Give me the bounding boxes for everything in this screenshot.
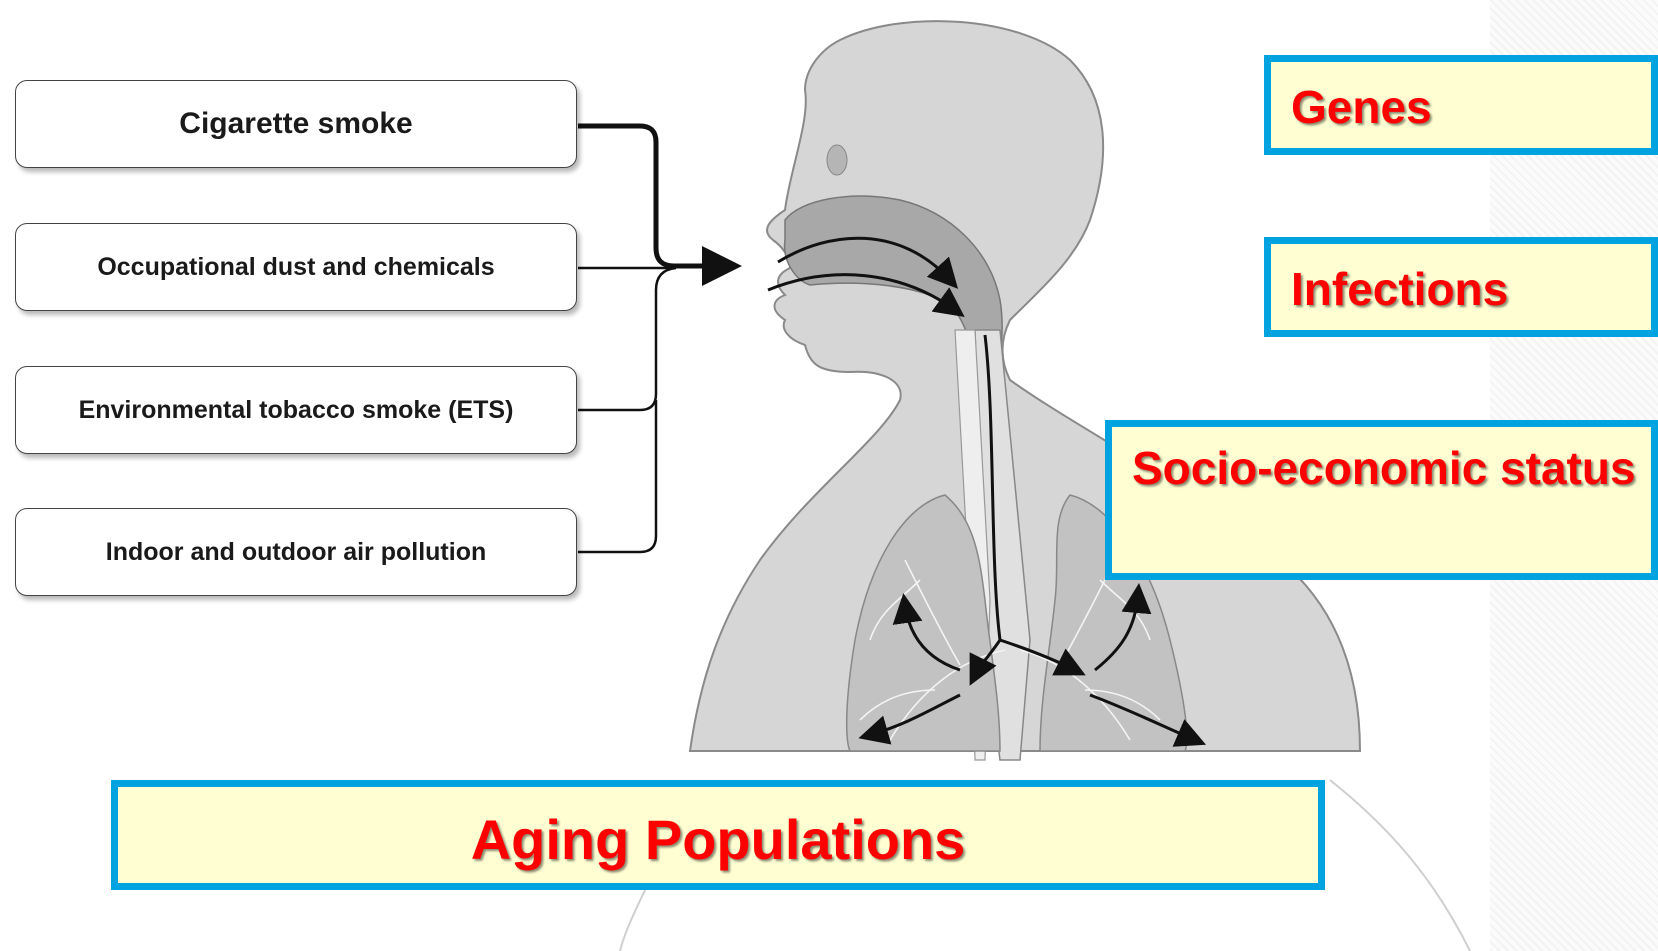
cause-air-pollution: Indoor and outdoor air pollution [15, 508, 577, 596]
connector-lines [578, 126, 712, 552]
factor-socio-economic-status: Socio-economic status [1105, 420, 1658, 580]
cause-occupational-dust: Occupational dust and chemicals [15, 223, 577, 311]
eye-socket [827, 145, 847, 175]
cause-cigarette-smoke: Cigarette smoke [15, 80, 577, 168]
factor-aging-populations: Aging Populations [111, 780, 1325, 890]
factor-genes: Genes [1264, 55, 1658, 155]
cause-environmental-tobacco-smoke: Environmental tobacco smoke (ETS) [15, 366, 577, 454]
factor-infections: Infections [1264, 237, 1658, 337]
